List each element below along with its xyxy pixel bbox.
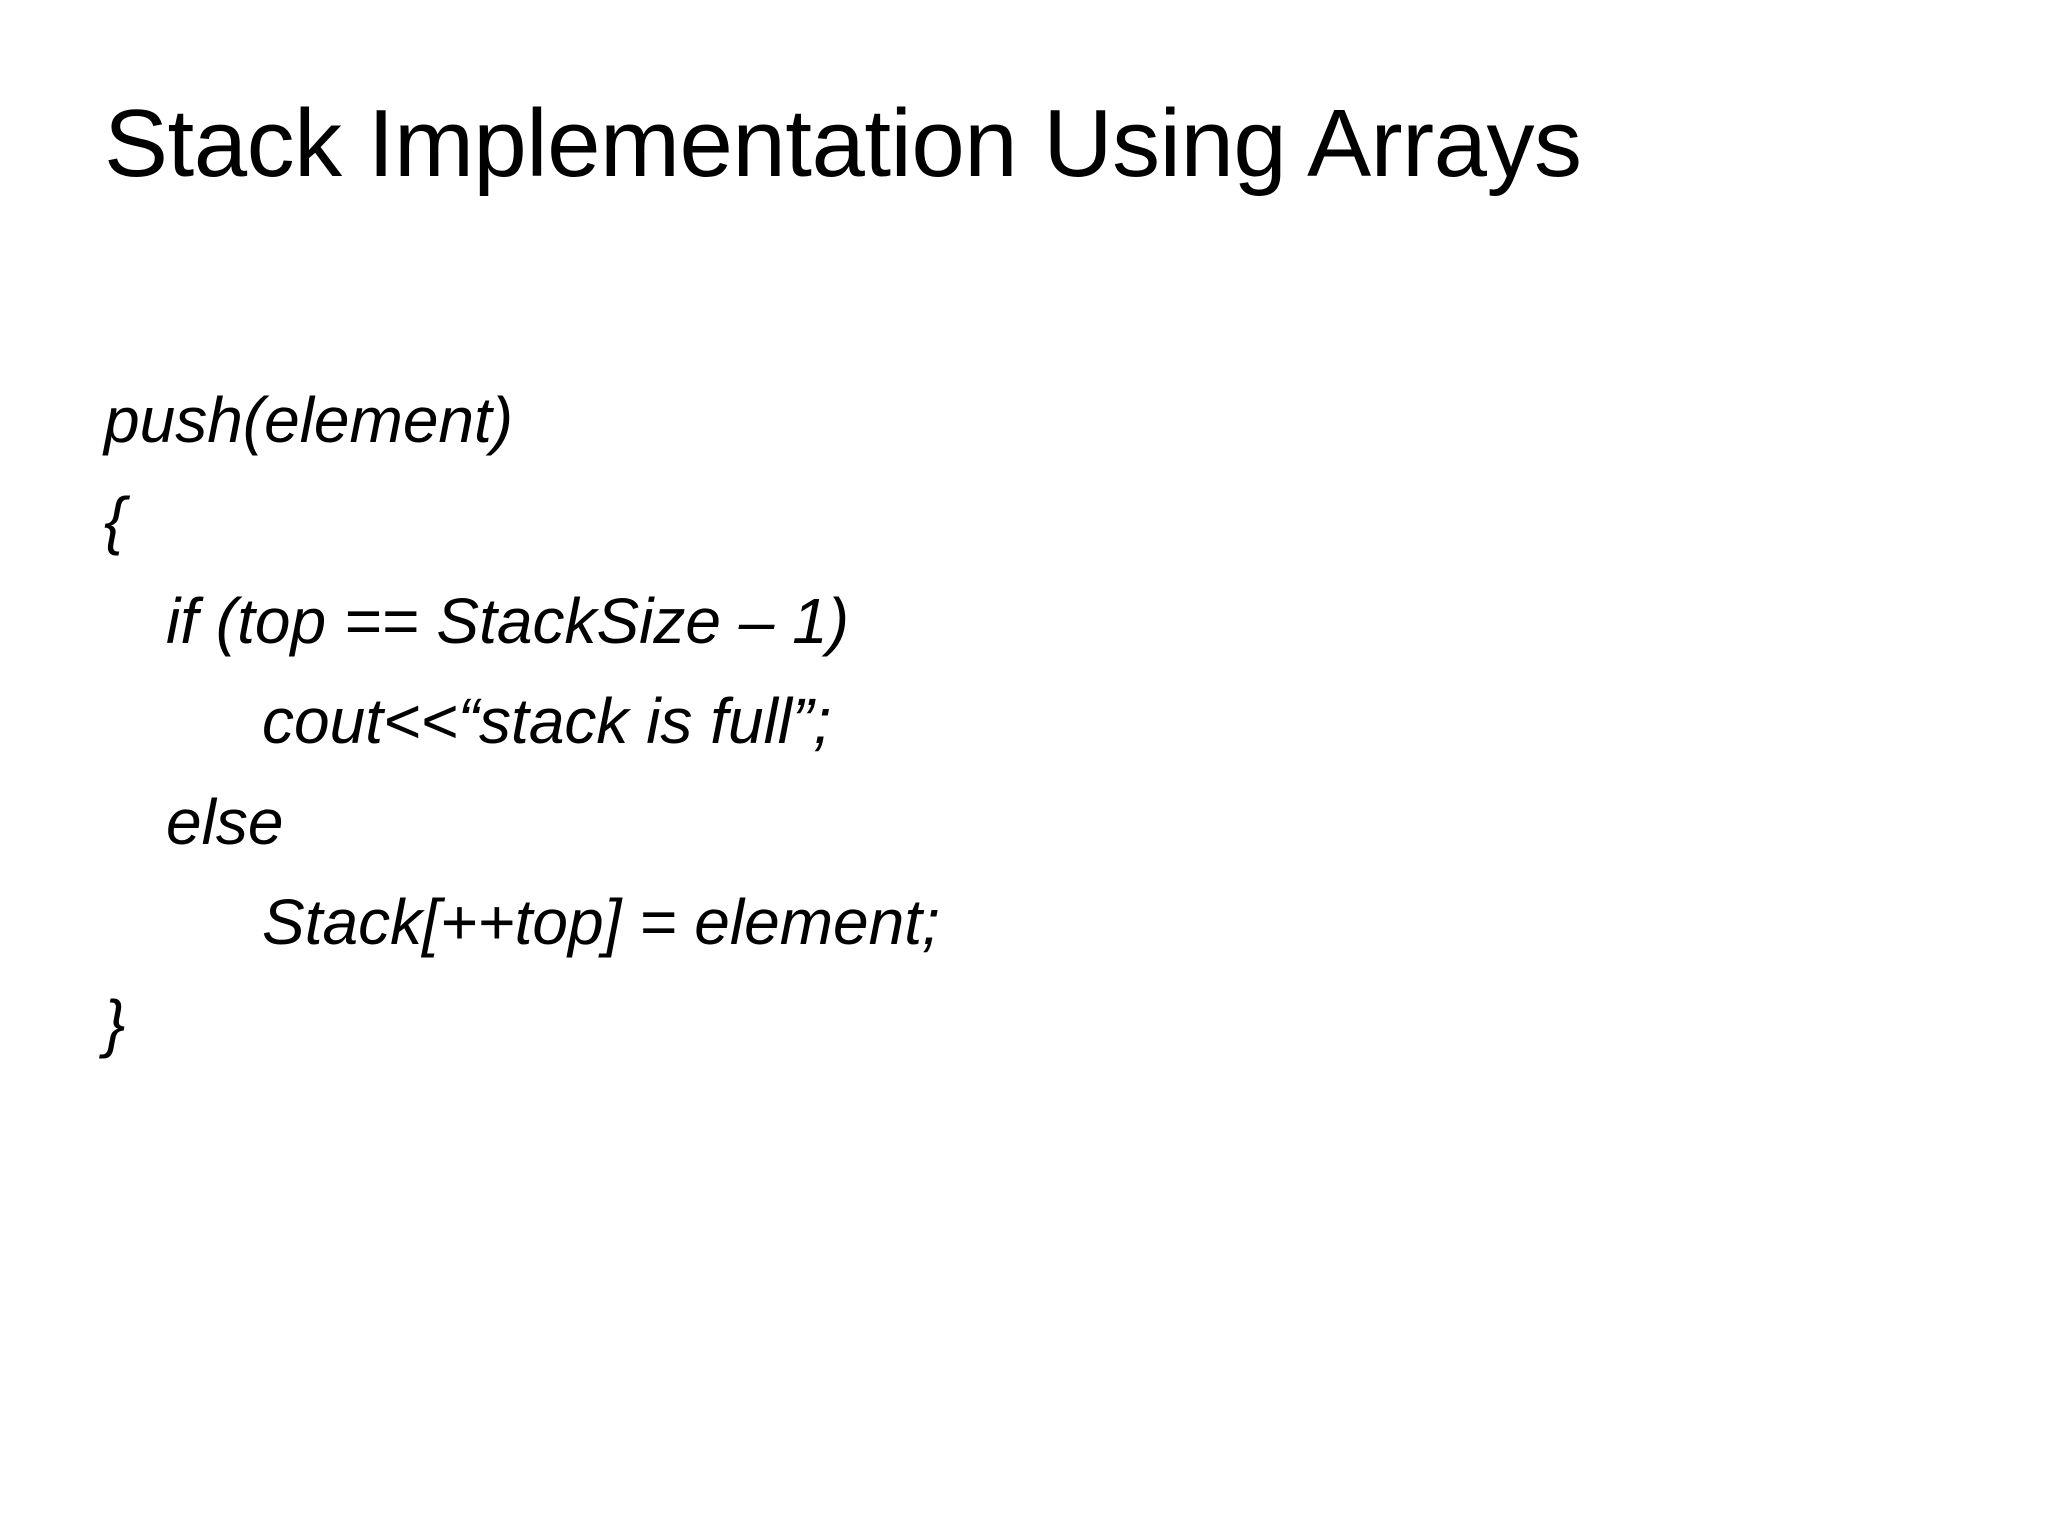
slide-body-code-block: push(element) { if (top == StackSize – 1… xyxy=(104,370,1964,1073)
code-line: if (top == StackSize – 1) xyxy=(166,584,849,657)
slide-title: Stack Implementation Using Arrays xyxy=(104,90,1582,197)
code-line: cout<<“stack is full”; xyxy=(262,685,832,758)
code-line: { xyxy=(104,484,126,557)
code-line: } xyxy=(104,986,126,1059)
code-line: Stack[++top] = element; xyxy=(262,886,940,959)
code-line: push(element) xyxy=(104,384,514,456)
code-line: else xyxy=(166,785,284,858)
